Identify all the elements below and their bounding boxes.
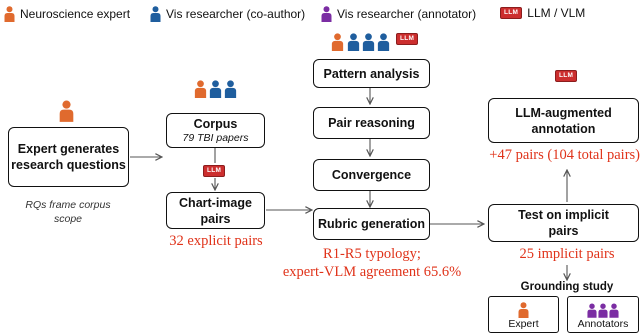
pipeline-step-label: Convergence <box>331 168 412 182</box>
expert-person-icon <box>4 6 15 22</box>
legend-llm: LLM LLM / VLM <box>500 6 585 20</box>
legend-annotator-label: Vis researcher (annotator) <box>337 7 477 21</box>
pipeline-step-rubric-generation: Rubric generation <box>313 208 430 240</box>
coauthor-person-icon <box>209 80 222 98</box>
expert-person-icon <box>518 302 529 318</box>
rq-scope-note: RQs frame corpus scope <box>25 199 111 225</box>
coauthor-person-icon <box>150 6 161 22</box>
implicit-test-box: Test on implicit pairs <box>488 204 639 242</box>
corpus-team <box>194 80 237 98</box>
annotation-result: +47 pairs (104 total pairs) <box>489 147 640 163</box>
legend-coauthor-label: Vis researcher (co-author) <box>166 7 306 21</box>
grounding-annotators-label: Annotators <box>577 318 629 330</box>
rubric-result-line1: R1-R5 typology; <box>323 246 421 262</box>
expert-questions-box: Expert generates research questions <box>8 127 129 187</box>
coauthor-person-icon <box>377 33 390 51</box>
corpus-box: Corpus 79 TBI papers <box>166 113 265 148</box>
pipeline-step-label: Pattern analysis <box>323 66 420 81</box>
corpus-title: Corpus <box>193 117 238 131</box>
coauthor-person-icon <box>347 33 360 51</box>
annotator-person-icon <box>598 303 608 318</box>
coauthor-person-icon <box>224 80 237 98</box>
pipeline-step-convergence: Convergence <box>313 159 430 191</box>
legend-coauthor: Vis researcher (co-author) <box>150 6 305 22</box>
pipeline-team: LLM <box>331 33 419 51</box>
chart-pairs-box: Chart-image pairs <box>166 192 265 229</box>
annotator-person-icon <box>609 303 619 318</box>
expert-questions-title: Expert generates research questions <box>11 142 126 172</box>
grounding-expert-label: Expert <box>508 318 539 330</box>
llm-annotation-box: LLM-augmented annotation <box>488 98 639 143</box>
explicit-pairs-result: 32 explicit pairs <box>169 233 263 249</box>
pipeline-step-pattern-analysis: Pattern analysis <box>313 59 430 88</box>
legend-expert: Neuroscience expert <box>4 6 130 22</box>
llm-icon: LLM <box>203 165 226 177</box>
pipeline-step-label: Rubric generation <box>318 217 425 231</box>
chart-pairs-title: Chart-image pairs <box>179 195 252 226</box>
corpus-subtitle: 79 TBI papers <box>182 132 249 144</box>
llm-annotation-title: LLM-augmented annotation <box>515 105 612 136</box>
expert-person-icon <box>331 33 344 51</box>
grounding-study-title: Grounding study <box>520 281 614 293</box>
llm-icon: LLM <box>555 70 578 82</box>
pipeline-step-label: Pair reasoning <box>328 116 415 130</box>
legend-expert-label: Neuroscience expert <box>20 7 131 21</box>
implicit-test-title: Test on implicit pairs <box>518 208 609 238</box>
grounding-expert-box: Expert <box>488 296 559 333</box>
implicit-pairs-result: 25 implicit pairs <box>519 246 615 262</box>
legend-annotator: Vis researcher (annotator) <box>321 6 476 22</box>
coauthor-person-icon <box>362 33 375 51</box>
expert-actor <box>59 100 74 122</box>
rubric-result-line2: expert-VLM agreement 65.6% <box>282 264 462 280</box>
expert-person-icon <box>59 100 74 122</box>
grounding-annotators-box: Annotators <box>567 296 639 333</box>
pipeline-step-pair-reasoning: Pair reasoning <box>313 107 430 139</box>
legend-llm-label: LLM / VLM <box>527 6 586 20</box>
annotators-group <box>587 303 619 318</box>
llm-icon: LLM <box>396 33 419 45</box>
llm-icon: LLM <box>500 7 523 19</box>
annotator-person-icon <box>587 303 597 318</box>
expert-person-icon <box>194 80 207 98</box>
annotator-person-icon <box>321 6 332 22</box>
